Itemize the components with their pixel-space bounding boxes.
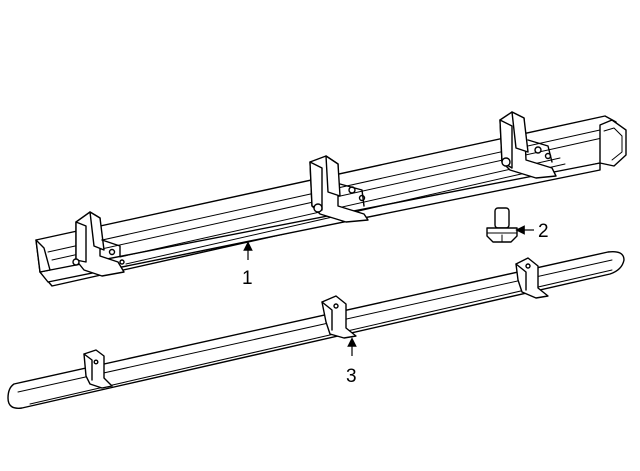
bar-bracket-middle xyxy=(321,295,357,339)
callout-3-label: 3 xyxy=(346,366,357,387)
step-bar-part[interactable] xyxy=(7,250,625,409)
callout-2-label: 2 xyxy=(538,221,549,242)
bolt-part[interactable] xyxy=(486,207,518,243)
mount-bracket-right xyxy=(499,111,557,179)
callout-1: 1 xyxy=(242,241,253,289)
bar-bracket-left xyxy=(83,349,113,389)
running-board-part[interactable] xyxy=(35,111,627,287)
bar-bracket-right xyxy=(515,257,549,299)
callout-1-label: 1 xyxy=(242,268,253,289)
callout-3: 3 xyxy=(346,337,357,387)
callout-2: 2 xyxy=(515,221,549,242)
mount-bracket-middle xyxy=(309,155,369,223)
mount-bracket-left xyxy=(72,211,125,277)
